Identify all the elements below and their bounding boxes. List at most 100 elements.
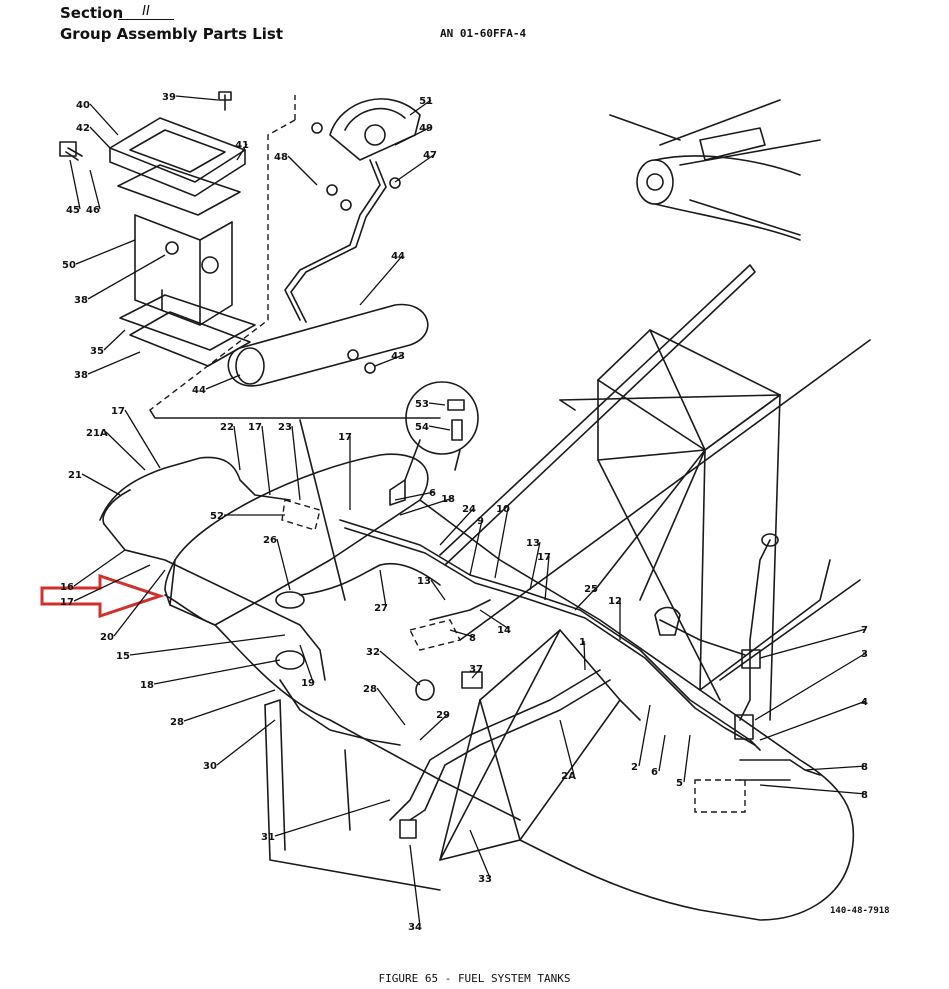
callout-leader [299, 644, 314, 683]
callout-label: 2A [561, 771, 576, 782]
callout-leader [183, 689, 276, 722]
drain-valve-inset [404, 381, 479, 481]
callout-leader [374, 354, 404, 367]
callout-label: 52 [210, 511, 224, 522]
callout-leader [430, 579, 446, 601]
callout-leader [449, 629, 475, 638]
callout-label: 54 [415, 422, 429, 433]
callout-label: 6 [429, 488, 436, 499]
callout-label: 37 [469, 664, 483, 675]
callout-label: 4 [861, 697, 868, 708]
callout-label: 21A [86, 428, 108, 439]
callout-leader [658, 734, 666, 772]
callout-leader [409, 844, 421, 927]
callout-leader [205, 374, 241, 390]
callout-label: 8 [861, 762, 868, 773]
callout-label: 22 [220, 422, 234, 433]
callout-label: 24 [462, 504, 476, 515]
inset-divider [149, 409, 441, 419]
callout-leader [236, 143, 248, 161]
callout-leader [233, 425, 241, 471]
callout-leader [175, 95, 219, 101]
callout-leader [409, 99, 432, 116]
callout-label: 44 [391, 251, 405, 262]
fuel-lines [99, 456, 821, 821]
callout-label: 17 [111, 406, 125, 417]
callout-label: 17 [60, 597, 74, 608]
callout-leader [261, 425, 271, 496]
section-label: Section [60, 4, 124, 22]
callout-label: 30 [203, 761, 217, 772]
aircraft-view [609, 99, 821, 241]
callout-leader [113, 569, 166, 637]
float-44 [227, 303, 429, 387]
callout-leader [105, 431, 146, 471]
callout-label: 13 [526, 538, 540, 549]
callout-leader [216, 719, 276, 766]
callout-leader [89, 169, 101, 210]
callout-leader [124, 409, 161, 469]
callout-label: 10 [496, 504, 510, 515]
callout-leader [574, 587, 597, 611]
callout-label: 12 [608, 596, 622, 607]
callout-label: 3 [861, 649, 868, 660]
callout-leader [428, 402, 446, 406]
callout-label: 13 [417, 576, 431, 587]
callout-label: 31 [261, 832, 275, 843]
callout-leader [153, 659, 281, 685]
callout-leader [544, 555, 550, 601]
callout-leader [87, 254, 166, 300]
callout-label: 41 [235, 140, 249, 151]
callout-leader [376, 687, 406, 726]
callout-label: 48 [274, 152, 288, 163]
callout-label: 35 [90, 346, 104, 357]
callout-leader [379, 650, 421, 686]
callout-leader [394, 153, 436, 183]
callout-label: 25 [584, 584, 598, 595]
callout-leader [399, 497, 454, 516]
page-title: Group Assembly Parts List [60, 25, 284, 43]
callout-label: 50 [62, 260, 76, 271]
callout-leader [479, 609, 510, 630]
callout-leader [759, 784, 867, 795]
callout-label: 45 [66, 205, 80, 216]
callout-label: 8 [469, 633, 476, 644]
callout-label: 28 [363, 684, 377, 695]
callout-label: 23 [278, 422, 292, 433]
callout-label: 47 [423, 150, 437, 161]
callout-label: 16 [60, 582, 74, 593]
callout-label: 6 [651, 767, 658, 778]
callout-leader [759, 628, 867, 659]
section-value: II [118, 4, 174, 20]
callout-leader [87, 351, 141, 375]
callout-leader [394, 491, 435, 501]
callout-label: 21 [68, 470, 82, 481]
callout-leader [129, 634, 286, 656]
callout-label: 9 [477, 516, 484, 527]
callout-label: 42 [76, 123, 90, 134]
callout-label: 18 [140, 680, 154, 691]
callout-label: 2 [631, 762, 638, 773]
callout-label: 18 [441, 494, 455, 505]
callout-label: 29 [436, 710, 450, 721]
callout-leader [103, 329, 126, 351]
callout-leader [471, 667, 482, 679]
inset-boundary [149, 119, 296, 411]
callout-label: 14 [497, 625, 511, 636]
callout-leader [394, 126, 432, 146]
callout-leader [683, 734, 691, 783]
callout-leader [73, 549, 126, 587]
callout-label: 26 [263, 535, 277, 546]
callout-leader [439, 507, 475, 546]
fuel-tank [164, 453, 855, 921]
callout-label: 20 [100, 632, 114, 643]
callout-leader [494, 507, 509, 579]
callout-label: 43 [391, 351, 405, 362]
callout-leader [754, 652, 867, 721]
callout-leader [469, 829, 491, 879]
callout-leader [287, 155, 318, 186]
callout-leader [759, 700, 867, 741]
callout-label: 38 [74, 295, 88, 306]
